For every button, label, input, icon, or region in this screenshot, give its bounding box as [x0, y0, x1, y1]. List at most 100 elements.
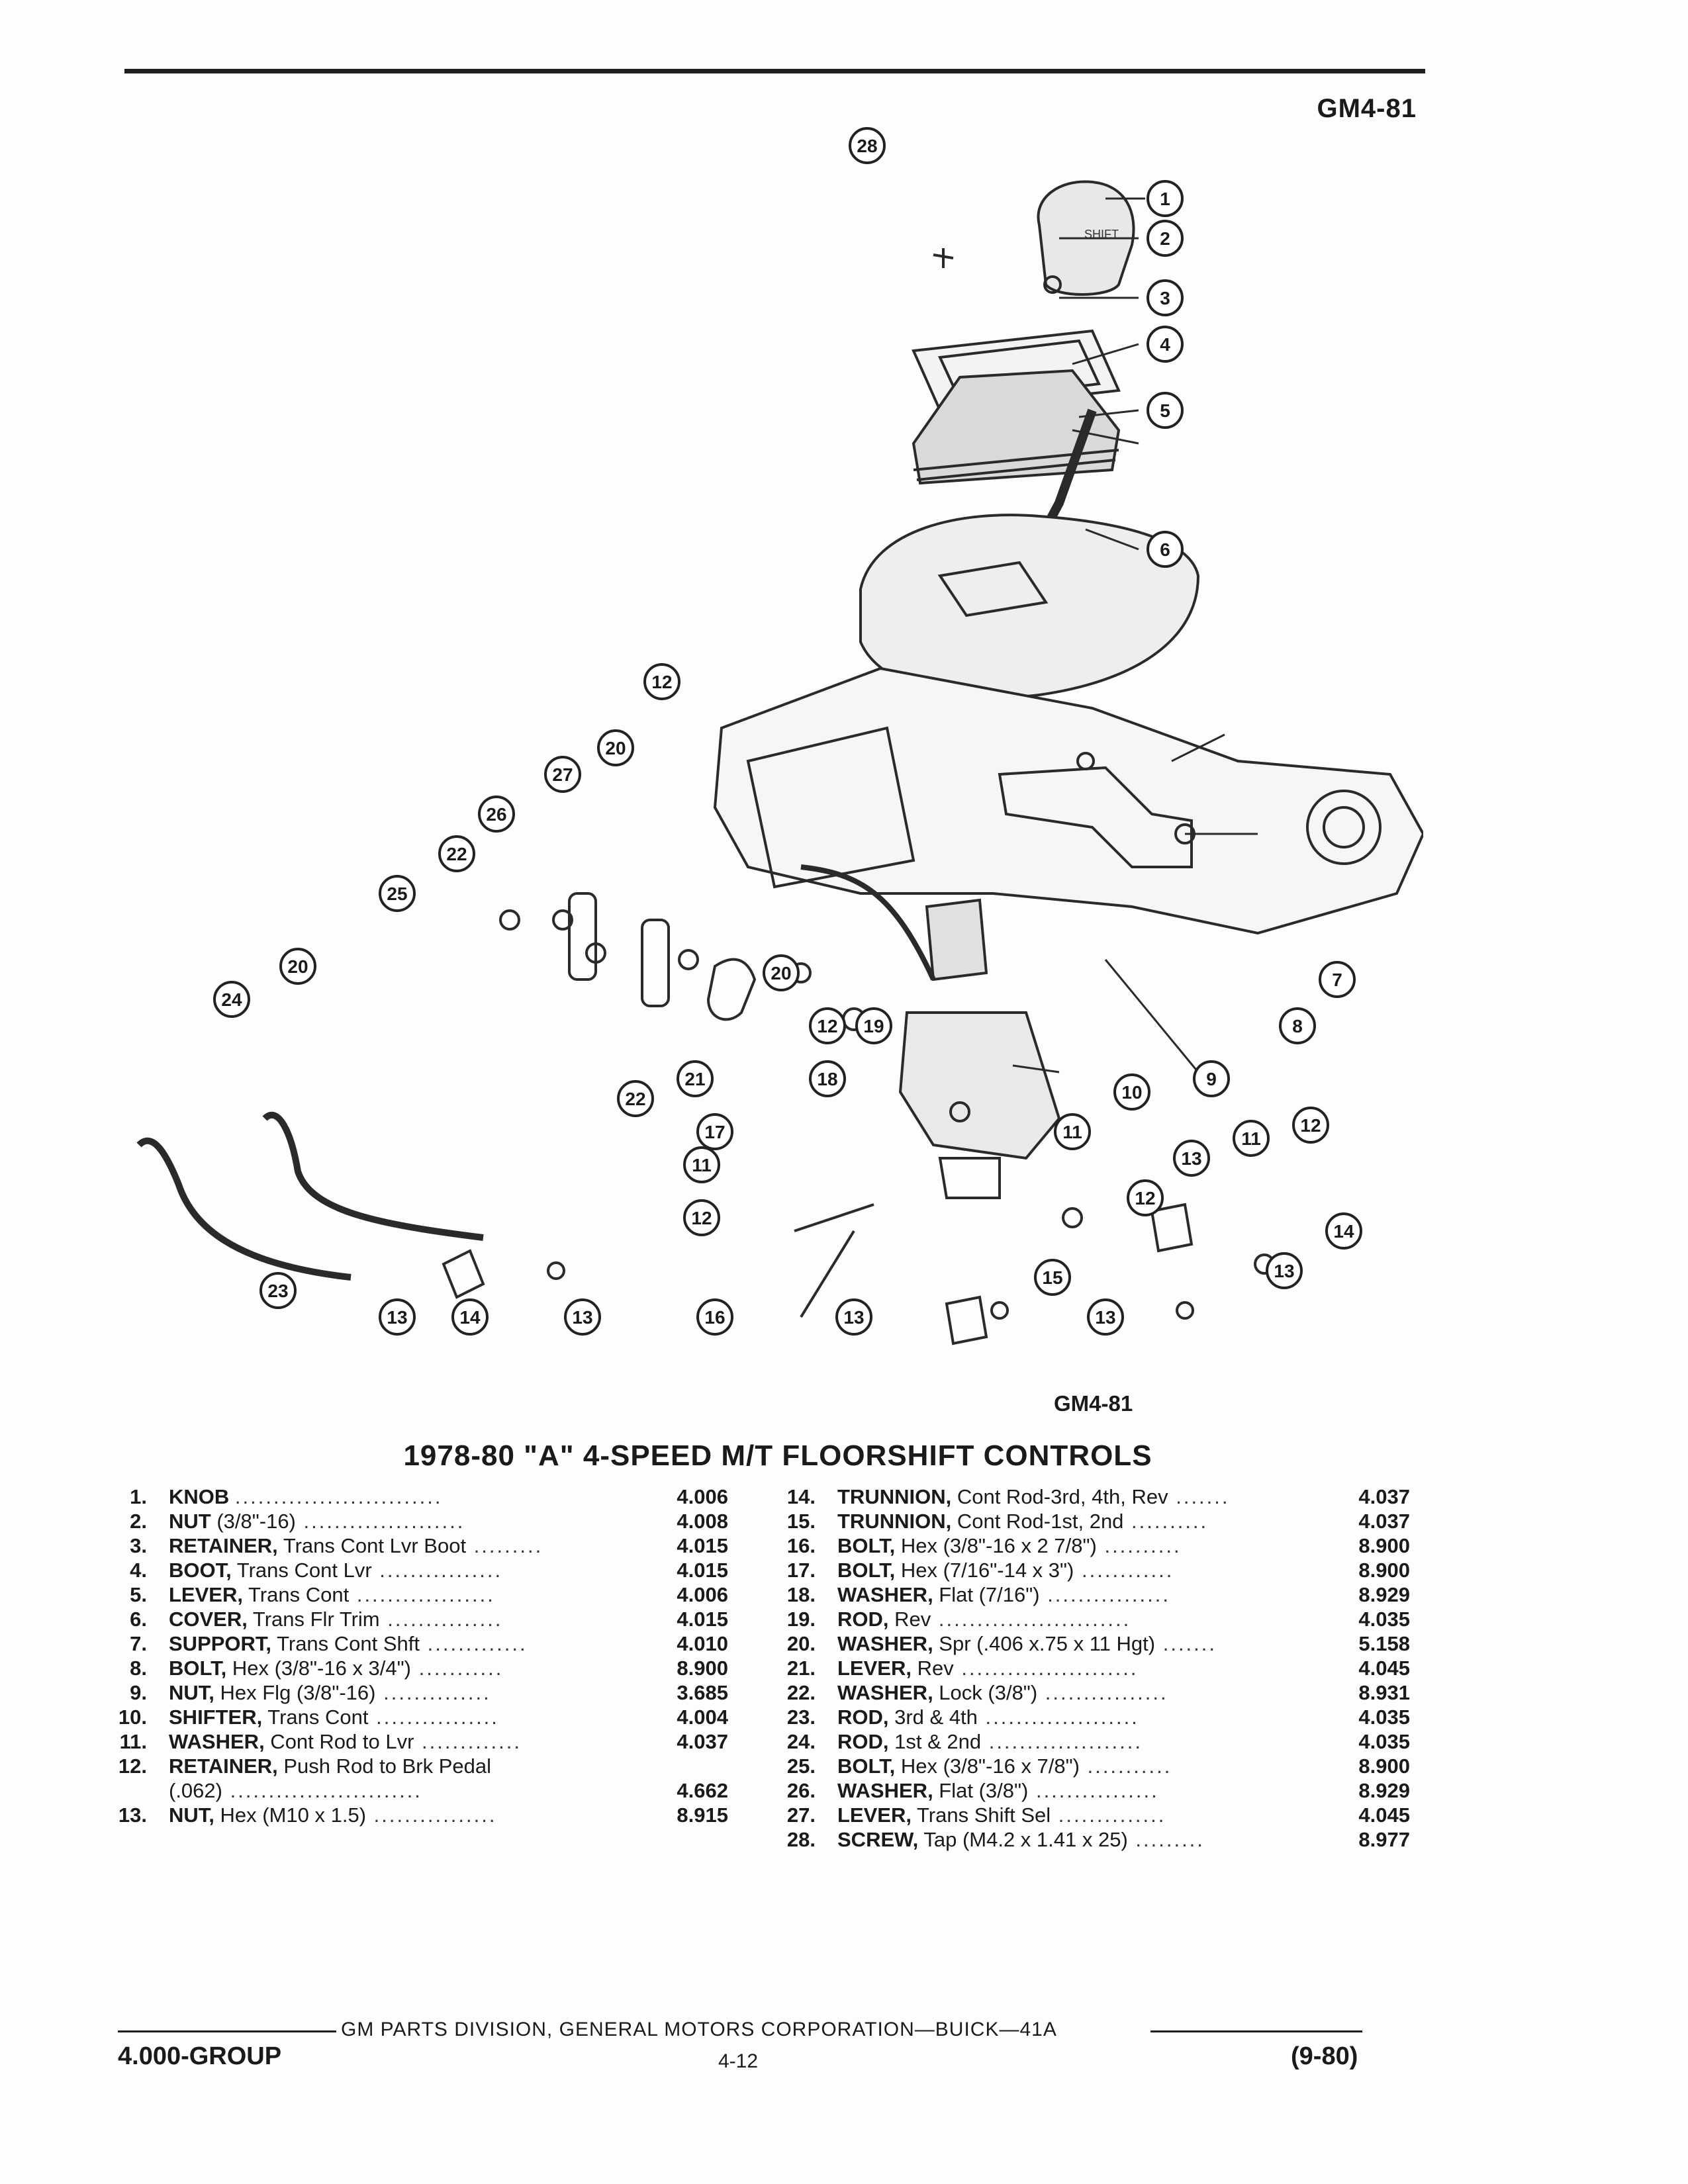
callout-12d: 12 [1127, 1179, 1164, 1216]
svg-text:16: 16 [704, 1307, 725, 1328]
group-code: 4.035 [1358, 1706, 1410, 1729]
svg-text:7: 7 [1332, 970, 1342, 990]
svg-text:18: 18 [817, 1069, 837, 1089]
part-detail: Flat (3/8") [933, 1779, 1029, 1802]
parts-list-right: 14.TRUNNION, Cont Rod-3rd, 4th, Rev ....… [768, 1484, 1410, 1852]
callout-25: 25 [379, 875, 416, 912]
part-detail: Cont Rod-1st, 2nd [951, 1510, 1124, 1533]
part-description: ROD, 1st & 2nd .................... [837, 1730, 1143, 1753]
callout-10: 10 [1113, 1073, 1150, 1111]
svg-text:14: 14 [1333, 1221, 1354, 1242]
group-code: 8.929 [1358, 1583, 1410, 1606]
part-description: LEVER, Rev ....................... [837, 1657, 1139, 1680]
part-name: ROD, [837, 1608, 889, 1631]
svg-text:12: 12 [651, 672, 672, 692]
footer-group: 4.000-GROUP [118, 2042, 282, 2070]
part-name: LEVER, [837, 1803, 912, 1827]
group-code: 4.037 [1358, 1485, 1410, 1508]
svg-text:11: 11 [692, 1155, 712, 1175]
group-code: 4.006 [677, 1485, 728, 1508]
part-name: SHIFTER, [169, 1706, 263, 1729]
callout-12c: 12 [683, 1199, 720, 1236]
part-number: 11. [119, 1730, 147, 1753]
part-name: RETAINER, [169, 1534, 278, 1557]
callout-14a: 14 [451, 1298, 489, 1336]
part-number: 27. [786, 1803, 816, 1827]
parts-list-row: 25.BOLT, Hex (3/8"-16 x 7/8") ..........… [768, 1754, 1410, 1778]
part-number: 10. [118, 1706, 147, 1729]
part-name: LEVER, [837, 1657, 912, 1680]
svg-text:3: 3 [1160, 288, 1170, 308]
part-description: TRUNNION, Cont Rod-3rd, 4th, Rev ....... [837, 1485, 1230, 1508]
part-number: 2. [130, 1510, 147, 1533]
group-code: 4.004 [677, 1706, 728, 1729]
group-code: 4.045 [1358, 1657, 1410, 1680]
parts-list-row: 10.SHIFTER, Trans Cont ................4… [99, 1705, 728, 1729]
part-number: 15. [786, 1510, 816, 1533]
parts-list-row: 5.LEVER, Trans Cont ..................4.… [99, 1582, 728, 1607]
part-description: ROD, Rev ......................... [837, 1608, 1131, 1631]
group-code: 4.037 [1358, 1510, 1410, 1533]
callout-7: 7 [1319, 961, 1356, 998]
callout-24: 24 [213, 981, 250, 1018]
part-name: TRUNNION, [837, 1485, 952, 1508]
callout-26: 26 [478, 796, 515, 833]
svg-text:20: 20 [605, 738, 626, 758]
part-description: WASHER, Flat (7/16") ................ [837, 1583, 1170, 1606]
part-name: BOLT, [837, 1534, 896, 1557]
part-number: 6. [130, 1608, 147, 1631]
callout-13d: 13 [1087, 1298, 1124, 1336]
part-number: 12. [118, 1754, 147, 1778]
part-detail: Cont Rod to Lvr [264, 1730, 414, 1753]
callout-28: 28 [849, 127, 886, 164]
part-description: KNOB ........................... [169, 1485, 443, 1508]
part-description: BOOT, Trans Cont Lvr ................ [169, 1559, 503, 1582]
exploded-parts-diagram: SHIFT [136, 127, 1423, 1345]
group-code: 5.158 [1358, 1632, 1410, 1655]
part-description: BOLT, Hex (7/16"-14 x 3") ............ [837, 1559, 1174, 1582]
part-detail: Hex (M10 x 1.5) [214, 1803, 367, 1827]
svg-text:13: 13 [843, 1307, 864, 1328]
parts-list-row: 7.SUPPORT, Trans Cont Shft .............… [99, 1631, 728, 1656]
callout-1: 1 [1147, 180, 1184, 217]
part-name: WASHER, [169, 1730, 265, 1753]
part-name: WASHER, [837, 1779, 933, 1802]
svg-text:20: 20 [287, 956, 308, 977]
part-detail: (.062) [169, 1779, 222, 1802]
svg-text:5: 5 [1160, 400, 1170, 421]
parts-list-row: 17.BOLT, Hex (7/16"-14 x 3") ...........… [768, 1558, 1410, 1582]
part-detail: Trans Cont [242, 1583, 350, 1606]
part-detail: Trans Shift Sel [911, 1803, 1051, 1827]
parts-list-row: 4.BOOT, Trans Cont Lvr ................4… [99, 1558, 728, 1582]
parts-list-row: 20.WASHER, Spr (.406 x.75 x 11 Hgt) ....… [768, 1631, 1410, 1656]
part-description: SCREW, Tap (M4.2 x 1.41 x 25) ......... [837, 1828, 1205, 1851]
callout-2: 2 [1147, 220, 1184, 257]
callout-6: 6 [1147, 531, 1184, 568]
part-detail: Push Rod to Brk Pedal [277, 1754, 491, 1778]
part-number: 24. [786, 1730, 816, 1753]
part-detail: Trans Cont [262, 1706, 369, 1729]
part-description: NUT, Hex (M10 x 1.5) ................ [169, 1803, 497, 1827]
svg-text:20: 20 [771, 963, 791, 983]
svg-text:2: 2 [1160, 228, 1170, 249]
svg-text:12: 12 [817, 1016, 837, 1036]
callout-12e: 12 [1292, 1107, 1329, 1144]
svg-text:1: 1 [1160, 189, 1170, 209]
parts-list-row: 26.WASHER, Flat (3/8") ................8… [768, 1778, 1410, 1803]
callout-13b: 13 [564, 1298, 601, 1336]
svg-text:22: 22 [625, 1089, 645, 1109]
part-name: KNOB [169, 1485, 230, 1508]
svg-text:13: 13 [572, 1307, 592, 1328]
part-number: 22. [786, 1681, 816, 1704]
callout-13f: 13 [1266, 1252, 1303, 1289]
parts-list-row: 3.RETAINER, Trans Cont Lvr Boot ........… [99, 1533, 728, 1558]
part-name: TRUNNION, [837, 1510, 952, 1533]
part-name: SUPPORT, [169, 1632, 272, 1655]
part-detail: Rev [911, 1657, 954, 1680]
part-description: BOLT, Hex (3/8"-16 x 2 7/8") .......... [837, 1534, 1182, 1557]
parts-list-row: 2.NUT (3/8"-16) .....................4.0… [99, 1509, 728, 1533]
parts-list-row: 14.TRUNNION, Cont Rod-3rd, 4th, Rev ....… [768, 1484, 1410, 1509]
svg-text:11: 11 [1241, 1128, 1261, 1149]
part-number: 4. [130, 1559, 147, 1582]
svg-text:15: 15 [1042, 1267, 1062, 1288]
